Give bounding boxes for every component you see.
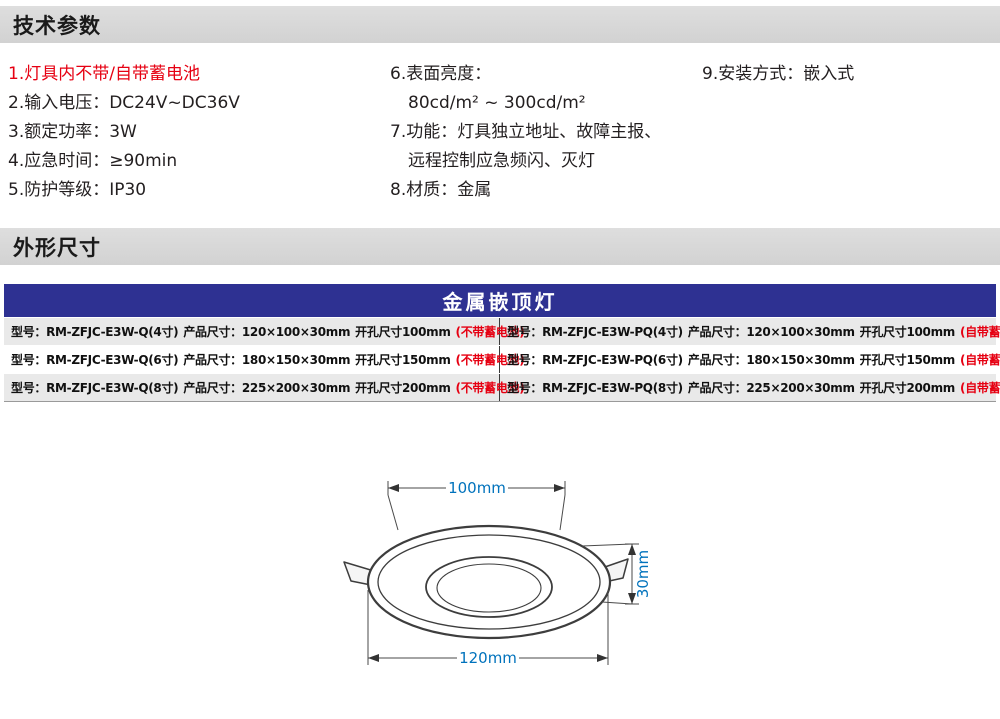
- battery-text: (自带蓄电池): [960, 325, 1000, 339]
- battery-text: (自带蓄电池): [960, 353, 1000, 367]
- model-text: 型号：RM-ZFJC-E3W-PQ(8寸): [507, 381, 683, 395]
- model-text: 型号：RM-ZFJC-E3W-Q(6寸): [11, 353, 179, 367]
- table-cell-8inch-with-battery: 型号：RM-ZFJC-E3W-PQ(8寸) 产品尺寸：225×200×30mm …: [500, 374, 1000, 401]
- dim-top-label: 100mm: [448, 479, 506, 497]
- model-dimension-table: 金属嵌顶灯 型号：RM-ZFJC-E3W-Q(4寸) 产品尺寸：120×100×…: [4, 284, 1000, 402]
- model-text: 型号：RM-ZFJC-E3W-Q(8寸): [11, 381, 179, 395]
- spec-function: 7.功能：灯具独立地址、故障主报、: [390, 122, 662, 142]
- hole-text: 开孔尺寸200mm: [355, 381, 451, 395]
- tech-params-list: 1.灯具内不带/自带蓄电池 2.输入电压：DC24V~DC36V 3.额定功率：…: [0, 60, 1000, 220]
- dim-side-label: 30mm: [634, 550, 652, 598]
- table-row: 型号：RM-ZFJC-E3W-Q(6寸) 产品尺寸：180×150×30mm 开…: [4, 345, 1000, 373]
- tech-params-title: 技术参数: [13, 13, 101, 38]
- hole-text: 开孔尺寸200mm: [859, 381, 956, 395]
- spec-column-3: 9.安装方式：嵌入式: [702, 60, 854, 89]
- table-title: 金属嵌顶灯: [4, 284, 996, 317]
- table-cell-8inch-no-battery: 型号：RM-ZFJC-E3W-Q(8寸) 产品尺寸：225×200×30mm 开…: [4, 374, 525, 401]
- spec-material: 8.材质：金属: [390, 180, 492, 200]
- size-text: 产品尺寸：120×100×30mm: [687, 325, 855, 339]
- table-cell-4inch-no-battery: 型号：RM-ZFJC-E3W-Q(4寸) 产品尺寸：120×100×30mm 开…: [4, 318, 525, 345]
- size-text: 产品尺寸：180×150×30mm: [183, 353, 351, 367]
- table-cell-6inch-no-battery: 型号：RM-ZFJC-E3W-Q(6寸) 产品尺寸：180×150×30mm 开…: [4, 346, 525, 373]
- dim-top-label-bg: [446, 478, 508, 497]
- table-row: 型号：RM-ZFJC-E3W-Q(8寸) 产品尺寸：225×200×30mm 开…: [4, 373, 1000, 401]
- battery-text: (不带蓄电池): [455, 353, 525, 367]
- spec-battery-note: 1.灯具内不带/自带蓄电池: [8, 64, 200, 84]
- spec-input-voltage: 2.输入电压：DC24V~DC36V: [8, 93, 240, 113]
- spec-emergency-time: 4.应急时间：≥90min: [8, 151, 178, 171]
- size-text: 产品尺寸：225×200×30mm: [183, 381, 351, 395]
- spec-function-cont: 远程控制应急频闪、灭灯: [408, 151, 595, 171]
- dim-bottom-label: 120mm: [459, 649, 517, 667]
- spec-surface-brightness: 6.表面亮度：: [390, 64, 492, 84]
- spec-rated-power: 3.额定功率：3W: [8, 122, 137, 142]
- hole-text: 开孔尺寸100mm: [859, 325, 956, 339]
- battery-text: (不带蓄电池): [455, 381, 525, 395]
- model-text: 型号：RM-ZFJC-E3W-PQ(4寸): [507, 325, 683, 339]
- spec-column-1: 1.灯具内不带/自带蓄电池 2.输入电压：DC24V~DC36V 3.额定功率：…: [8, 60, 240, 205]
- spec-column-2: 6.表面亮度： 80cd/m² ~ 300cd/m² 7.功能：灯具独立地址、故…: [390, 60, 661, 205]
- size-text: 产品尺寸：225×200×30mm: [687, 381, 855, 395]
- model-text: 型号：RM-ZFJC-E3W-Q(4寸): [11, 325, 179, 339]
- table-cell-4inch-with-battery: 型号：RM-ZFJC-E3W-PQ(4寸) 产品尺寸：120×100×30mm …: [500, 318, 1000, 345]
- size-text: 产品尺寸：180×150×30mm: [687, 353, 855, 367]
- outline-dims-header-bar: 外形尺寸: [0, 228, 1000, 265]
- dim-bottom-label-bg: [457, 648, 519, 667]
- table-body: 型号：RM-ZFJC-E3W-Q(4寸) 产品尺寸：120×100×30mm 开…: [4, 317, 1000, 402]
- hole-text: 开孔尺寸100mm: [355, 325, 451, 339]
- outline-dims-title: 外形尺寸: [13, 235, 101, 260]
- dimension-arrows: [368, 484, 636, 662]
- spec-mounting: 9.安装方式：嵌入式: [702, 64, 855, 84]
- hole-text: 开孔尺寸150mm: [859, 353, 956, 367]
- downlight-diagram: 100mm 120mm 30mm: [343, 478, 652, 667]
- battery-text: (不带蓄电池): [455, 325, 525, 339]
- spec-protection-rating: 5.防护等级：IP30: [8, 180, 147, 200]
- hole-text: 开孔尺寸150mm: [355, 353, 451, 367]
- downlight-drawing: 100mm 120mm 30mm: [330, 468, 670, 693]
- model-text: 型号：RM-ZFJC-E3W-PQ(6寸): [507, 353, 683, 367]
- spec-surface-brightness-value: 80cd/m² ~ 300cd/m²: [408, 93, 586, 113]
- tech-params-header-bar: 技术参数: [0, 6, 1000, 43]
- table-cell-6inch-with-battery: 型号：RM-ZFJC-E3W-PQ(6寸) 产品尺寸：180×150×30mm …: [500, 346, 1000, 373]
- table-row: 型号：RM-ZFJC-E3W-Q(4寸) 产品尺寸：120×100×30mm 开…: [4, 317, 1000, 345]
- battery-text: (自带蓄电池): [960, 381, 1000, 395]
- fixture-body: [366, 524, 612, 640]
- size-text: 产品尺寸：120×100×30mm: [183, 325, 351, 339]
